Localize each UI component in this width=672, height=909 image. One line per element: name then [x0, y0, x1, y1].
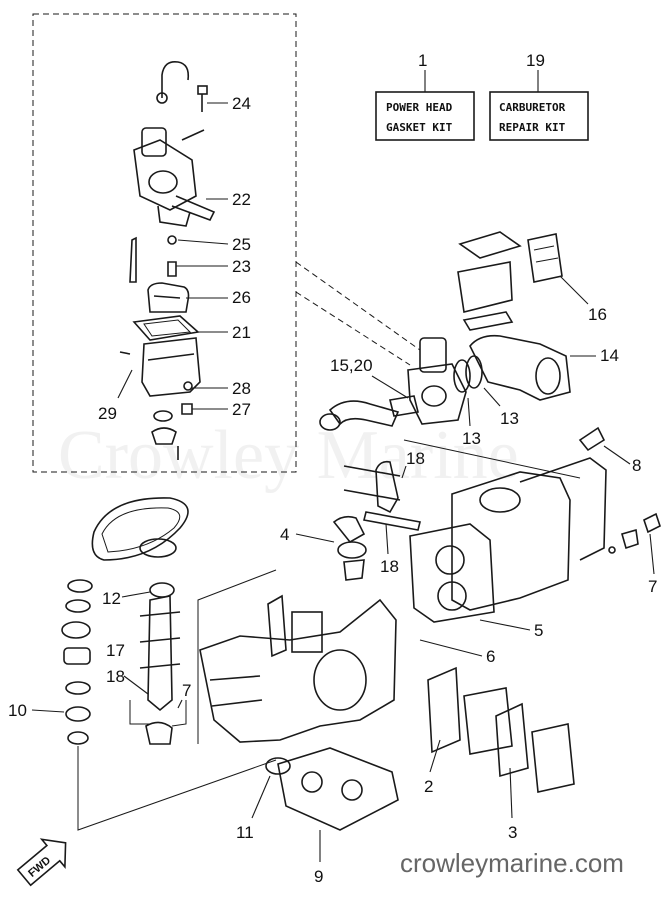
callout-2: 2	[424, 777, 433, 796]
screw-24	[197, 85, 208, 112]
callout-13b: 13	[500, 409, 519, 428]
drain-parts-27-28	[151, 381, 193, 460]
callout-9: 9	[314, 867, 323, 886]
parts-22-25-23	[129, 235, 177, 283]
timing-belt	[91, 497, 189, 561]
callout-28: 28	[232, 379, 251, 398]
callout-8: 8	[632, 456, 641, 475]
crankcase	[199, 594, 397, 743]
thermostat-cover-4	[332, 515, 367, 581]
callout-numbers: 24 22 25 23 26 21 28 27 29 16 14 15,20 1…	[8, 94, 657, 886]
callout-23: 23	[232, 257, 251, 276]
callout-14: 14	[600, 346, 619, 365]
callout-18a: 18	[406, 449, 425, 468]
head-gasket-5	[409, 523, 495, 623]
fittings-7	[608, 512, 661, 554]
callout-22: 22	[232, 190, 251, 209]
callout-leaders	[31, 102, 655, 862]
cylinder-block	[451, 457, 607, 611]
carburetor-body	[407, 337, 467, 425]
footer-url: crowleymarine.com	[400, 848, 624, 878]
callout-17: 17	[106, 641, 125, 660]
float-26	[147, 282, 190, 313]
callout-29: 29	[98, 404, 117, 423]
callout-3: 3	[508, 823, 517, 842]
callout-5: 5	[534, 621, 543, 640]
callout-7a: 7	[648, 577, 657, 596]
kit-label-line2: GASKET KIT	[386, 121, 453, 134]
kit-label-line1: POWER HEAD	[386, 101, 453, 114]
carburetor-assembly	[133, 60, 216, 227]
kit-carburetor-repair: 19 CARBURETOR REPAIR KIT	[489, 51, 589, 141]
callout-7b: 7	[182, 681, 191, 700]
callout-15-20: 15,20	[330, 356, 373, 375]
callout-16: 16	[588, 305, 607, 324]
callout-6: 6	[486, 647, 495, 666]
callout-18b: 18	[380, 557, 399, 576]
gasket-21	[132, 315, 200, 341]
callout-11: 11	[236, 823, 254, 842]
callout-25: 25	[232, 235, 251, 254]
reed-valve-group-16	[457, 231, 563, 331]
kit-label-line1: CARBURETOR	[499, 101, 566, 114]
base-gasket-9	[277, 747, 399, 831]
carburetor-subassembly-frame	[32, 13, 297, 473]
plug-8	[578, 426, 606, 452]
gaskets-13	[453, 355, 483, 393]
bolts-and-housing-18	[343, 460, 421, 531]
kit-number: 1	[418, 51, 427, 70]
kit-number: 19	[526, 51, 545, 70]
forward-arrow: FWD	[16, 838, 67, 887]
subassembly-leader-lines	[295, 261, 421, 366]
gaskets-2-3	[427, 666, 575, 793]
forward-arrow-label: FWD	[26, 855, 53, 880]
callout-10: 10	[8, 701, 27, 720]
callout-27: 27	[232, 400, 251, 419]
float-bowl	[119, 337, 201, 397]
callout-12: 12	[102, 589, 121, 608]
oil-seal-11	[265, 757, 291, 775]
kit-label-line2: REPAIR KIT	[499, 121, 566, 134]
callout-24: 24	[232, 94, 251, 113]
callout-21: 21	[232, 323, 251, 342]
callout-13a: 13	[462, 429, 481, 448]
callout-26: 26	[232, 288, 251, 307]
lower-group-leader-lines	[77, 439, 581, 831]
callout-18c: 18	[106, 667, 125, 686]
callout-4: 4	[280, 525, 289, 544]
pump-17	[145, 721, 173, 745]
kit-power-head-gasket: 1 POWER HEAD GASKET KIT	[375, 51, 475, 141]
intake-manifold-14	[469, 334, 571, 401]
crankshaft	[139, 595, 181, 712]
watermark-text: Crowley Marine	[58, 417, 519, 494]
